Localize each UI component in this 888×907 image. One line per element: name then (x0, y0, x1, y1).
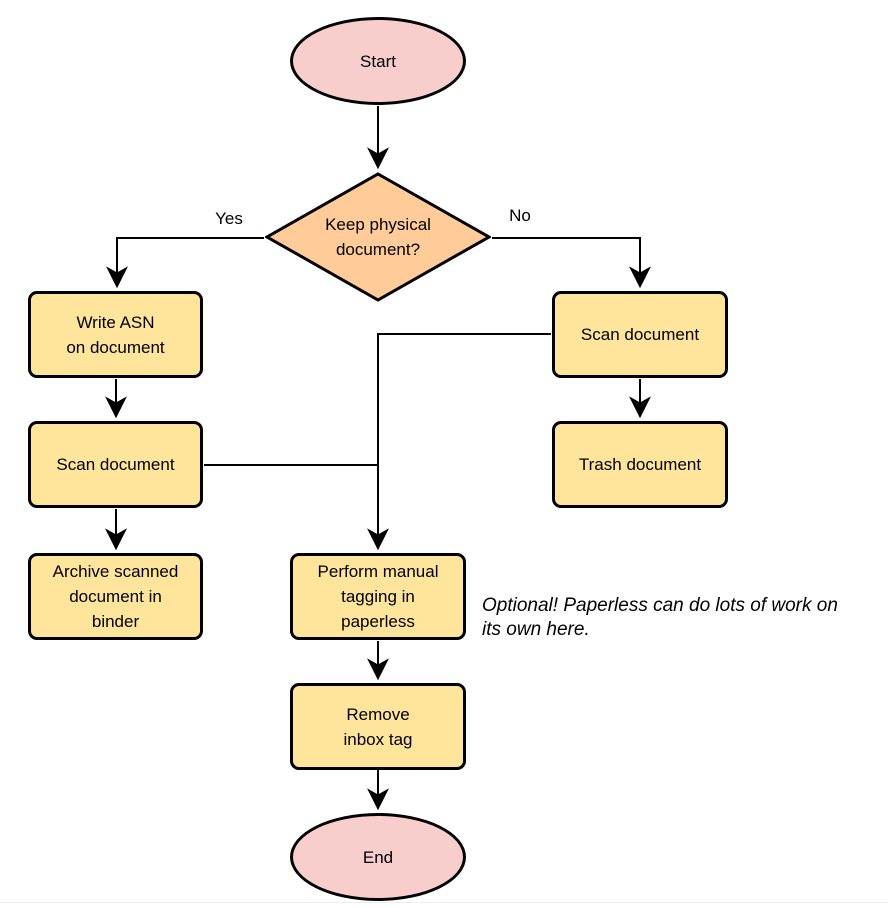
node-trash-label: Trash document (578, 455, 702, 474)
edge-scan-right-to-tagging (367, 333, 551, 551)
edge-decision-yes-to-write-asn (106, 237, 264, 289)
node-start: Start (290, 17, 466, 105)
node-archive-label: Archive scanned document in binder (52, 562, 179, 631)
node-trash-document: Trash document (552, 421, 728, 508)
node-end: End (290, 813, 466, 901)
node-manual-tagging: Perform manual tagging in paperless (290, 553, 466, 640)
optional-note: Optional! Paperless can do lots of work … (482, 595, 838, 640)
edge-decision-no-to-scan-right (492, 237, 651, 289)
node-write-asn: Write ASN on document (28, 291, 203, 378)
node-remove-inbox-label: Remove inbox tag (343, 704, 413, 749)
node-tagging-label: Perform manual tagging in paperless (317, 562, 439, 631)
node-write-asn-label: Write ASN on document (66, 312, 165, 357)
node-end-label: End (362, 847, 394, 867)
edge-label-no: No (496, 206, 544, 226)
edge-label-yes: Yes (205, 209, 253, 229)
node-scan-right-label: Scan document (580, 325, 700, 344)
node-remove-inbox-tag: Remove inbox tag (290, 683, 466, 770)
node-decision-keep-physical: Keep physical document? (265, 172, 491, 302)
node-decision-label: Keep physical document? (325, 215, 431, 259)
node-scan-left-label: Scan document (56, 455, 175, 474)
bottom-hairline (0, 902, 888, 903)
diamond-shape (265, 172, 491, 302)
node-scan-document-right: Scan document (552, 291, 728, 378)
node-start-label: Start (360, 51, 396, 71)
node-archive-binder: Archive scanned document in binder (28, 553, 203, 640)
node-scan-document-left: Scan document (28, 421, 203, 508)
